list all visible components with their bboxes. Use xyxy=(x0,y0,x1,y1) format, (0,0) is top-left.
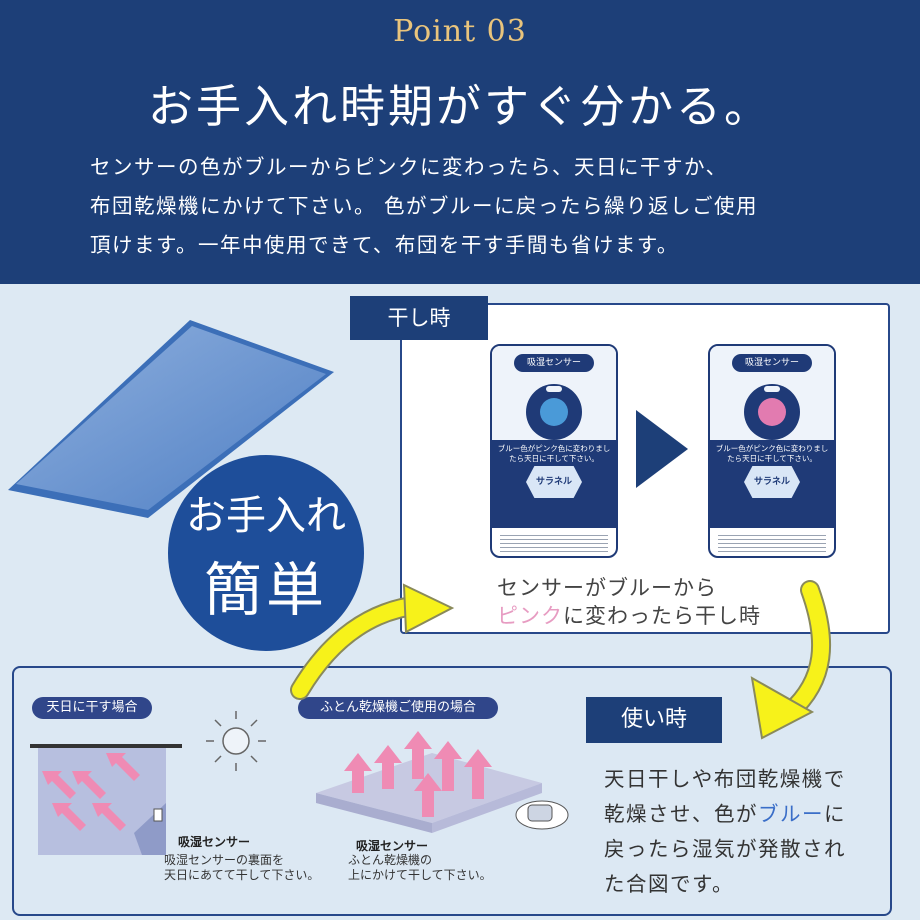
brand-hex: サラネル xyxy=(526,466,582,498)
card-message: ブルー色がピンク色に変わりましたら天日に干して下さい。 xyxy=(715,444,829,463)
badge-line-1: お手入れ xyxy=(186,493,346,539)
dryer-label: ふとん乾燥機ご使用の場合 xyxy=(298,697,498,719)
drying-illustration: 天日に干す場合 ふとん乾燥機ご使用の場合 吸湿センサー 吸湿センサーの裏面を 天… xyxy=(22,683,582,903)
illustration-graphic xyxy=(30,711,569,855)
card-message: ブルー色がピンク色に変わりましたら天日に干して下さい。 xyxy=(497,444,611,463)
headline: お手入れ時期がすぐ分かる。 xyxy=(147,80,772,133)
yellow-arrow-icon xyxy=(290,583,455,700)
sensor-card-pink: 吸湿センサー ブルー色がピンク色に変わりましたら天日に干して下さい。 サラネル xyxy=(708,344,836,558)
use-time-tag: 使い時 xyxy=(586,697,722,743)
point-label: Point 03 xyxy=(393,14,527,49)
sensor-label-dryer: 吸湿センサー xyxy=(356,839,429,853)
play-arrow-icon xyxy=(636,410,688,488)
card-title: 吸湿センサー xyxy=(514,354,594,372)
dry-caption: センサーがブルーから ピンクに変わったら干し時 xyxy=(497,576,761,628)
fine-print xyxy=(500,532,608,554)
use-text: 天日干しや布団乾燥機で 乾燥させ、色がブルーに 戻ったら湿気が発散され た合図で… xyxy=(604,767,846,896)
pink-word: ピンク xyxy=(497,604,563,628)
sun-drying-label: 天日に干す場合 xyxy=(32,697,152,719)
badge-line-2: 簡単 xyxy=(203,556,328,624)
sun-note: 吸湿センサーの裏面を 天日にあてて干して下さい。 xyxy=(164,853,320,882)
dryer-machine-icon xyxy=(515,800,569,830)
sensor-dot-pink xyxy=(758,398,786,426)
sensor-dot-ring xyxy=(744,384,800,440)
sensor-dot-blue xyxy=(540,398,568,426)
header-banner: Point 03 お手入れ時期がすぐ分かる。 センサーの色がブルーからピンクに変… xyxy=(0,0,920,284)
bed-mat-image xyxy=(8,320,334,518)
description: センサーの色がブルーからピンクに変わったら、天日に干すか、 布団乾燥機にかけて下… xyxy=(90,148,870,265)
description-line: 布団乾燥機にかけて下さい。 色がブルーに戻ったら繰り返しご使用 xyxy=(90,194,759,218)
description-line: 頂けます。一年中使用できて、布団を干す手間も省けます。 xyxy=(90,233,679,257)
brand-hex: サラネル xyxy=(744,466,800,498)
blue-word: ブルー xyxy=(758,802,824,826)
easy-care-badge: お手入れ 簡単 xyxy=(168,455,364,651)
sensor-card-blue: 吸湿センサー ブルー色がピンク色に変わりましたら天日に干して下さい。 サラネル xyxy=(490,344,618,558)
sensor-dot-ring xyxy=(526,384,582,440)
yellow-arrow-icon xyxy=(750,580,832,740)
card-title: 吸湿センサー xyxy=(732,354,812,372)
fine-print xyxy=(718,532,826,554)
description-line: センサーの色がブルーからピンクに変わったら、天日に干すか、 xyxy=(90,155,728,179)
dry-time-tag: 干し時 xyxy=(350,296,488,340)
dryer-note: ふとん乾燥機の 上にかけて干して下さい。 xyxy=(348,853,492,882)
sensor-label-sun: 吸湿センサー xyxy=(178,835,251,849)
sun-icon xyxy=(206,711,266,771)
